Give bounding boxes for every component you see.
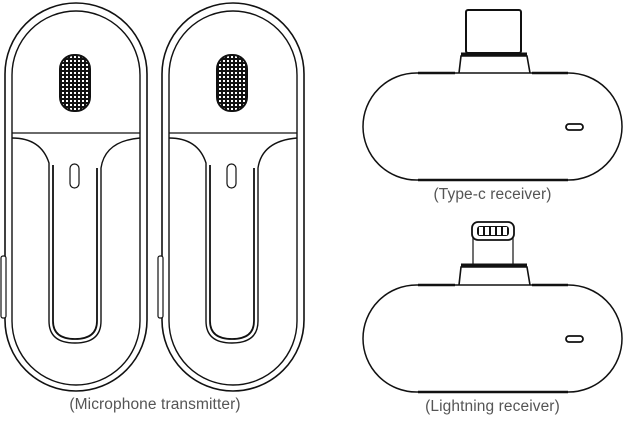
usb-c-plug-icon (465, 9, 522, 54)
type-c-receiver (361, 9, 624, 182)
microphone-transmitter-1 (0, 2, 148, 392)
lightning-receiver-caption: (Lightning receiver) (425, 398, 560, 415)
type-c-receiver-caption: (Type-c receiver) (433, 186, 552, 203)
lightning-plug-icon (471, 221, 515, 266)
microphone-transmitter-caption: (Microphone transmitter) (69, 396, 241, 413)
microphone-transmitter-2 (157, 2, 305, 392)
lightning-receiver (361, 221, 624, 394)
